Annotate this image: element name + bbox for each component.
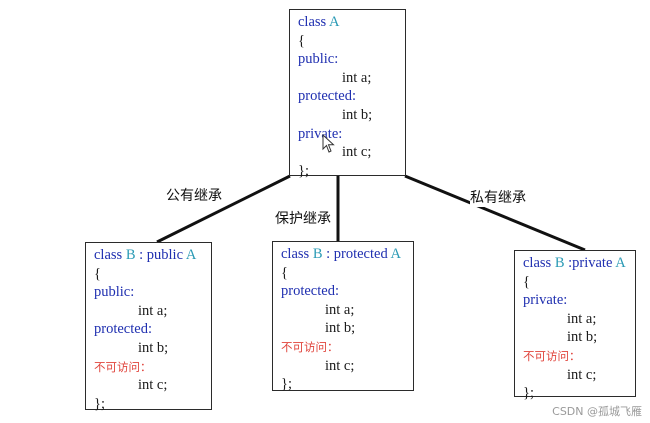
access-private: private: <box>523 292 568 309</box>
field-b: int b; <box>138 339 169 356</box>
inherit-keyword: : public <box>139 247 184 263</box>
protected-inheritance-label: 保护继承 <box>275 208 331 228</box>
class-name: B <box>125 247 136 263</box>
field-a: int a; <box>567 310 597 327</box>
watermark: CSDN @孤城飞雁 <box>552 405 642 418</box>
protected-derived-box: class B : protected A { protected: int a… <box>272 241 414 393</box>
close-brace: }; <box>281 376 292 393</box>
access-protected: protected: <box>281 283 339 300</box>
field-a: int a; <box>325 301 355 318</box>
public-derived-box: class B : public A { public: int a; prot… <box>85 242 212 412</box>
field-a: int a; <box>138 302 168 319</box>
open-brace: { <box>94 265 101 282</box>
class-b-header: class B :private A <box>523 254 627 273</box>
no-access-label: 不可访问： <box>94 359 152 374</box>
open-brace: { <box>523 273 530 290</box>
access-protected: protected: <box>94 321 152 338</box>
field-c: int c; <box>342 144 372 161</box>
class-keyword: class <box>523 255 552 271</box>
access-public: public: <box>298 51 339 68</box>
inherit-keyword: :private <box>568 255 613 271</box>
field-c: int c; <box>138 377 168 394</box>
edge-public-line <box>156 174 291 244</box>
private-inheritance-label: 私有继承 <box>470 187 526 207</box>
class-keyword: class <box>94 247 123 263</box>
class-keyword: class <box>281 246 310 262</box>
base-class-name: A <box>390 246 402 262</box>
inherit-keyword: : protected <box>326 246 388 262</box>
access-private: private: <box>298 125 343 142</box>
class-b-header: class B : public A <box>94 246 203 265</box>
field-c: int c; <box>325 357 355 374</box>
close-brace: }; <box>298 162 309 179</box>
private-derived-box: class B :private A { private: int a; int… <box>514 250 636 401</box>
field-c: int c; <box>567 366 597 383</box>
field-b: int b; <box>567 329 598 346</box>
field-b: int b; <box>325 320 356 337</box>
base-class-box: class A { public: int a; protected: int … <box>289 9 406 179</box>
field-a: int a; <box>342 69 372 86</box>
no-access-label: 不可访问： <box>523 348 581 363</box>
class-name: A <box>329 14 340 30</box>
access-protected: protected: <box>298 88 356 105</box>
no-access-label: 不可访问： <box>281 339 339 354</box>
open-brace: { <box>298 32 305 49</box>
access-public: public: <box>94 284 135 301</box>
open-brace: { <box>281 264 288 281</box>
class-name: B <box>554 255 565 271</box>
base-class-name: A <box>615 255 626 271</box>
base-class-name: A <box>185 247 197 263</box>
close-brace: }; <box>94 395 105 412</box>
class-keyword: class <box>298 14 327 30</box>
class-name: B <box>312 246 323 262</box>
mouse-cursor-icon <box>322 134 335 153</box>
edge-private-line <box>404 174 586 252</box>
public-inheritance-label: 公有继承 <box>166 185 222 205</box>
field-b: int b; <box>342 106 373 123</box>
close-brace: }; <box>523 385 534 402</box>
class-b-header: class B : protected A <box>281 245 405 264</box>
class-a-header: class A <box>298 13 397 32</box>
